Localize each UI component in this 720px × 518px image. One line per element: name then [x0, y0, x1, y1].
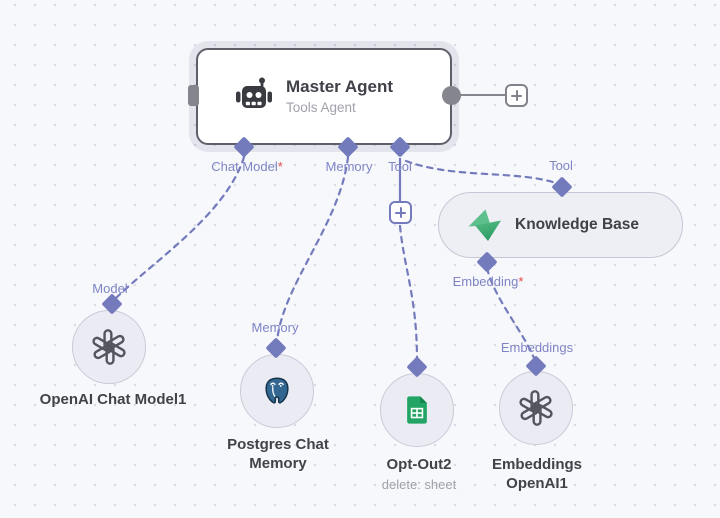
port-label-model: Model [92, 281, 128, 296]
openai-logo-icon [519, 390, 553, 426]
google-sheets-icon [407, 396, 427, 424]
required-asterisk: * [277, 159, 283, 174]
knowledge-base-bolt-icon [466, 207, 502, 243]
postgres-chat-memory-node[interactable] [240, 354, 314, 428]
port-label-chat-model: Chat Model* [211, 159, 283, 174]
port-label-kb-tool: Tool [549, 158, 573, 173]
node-name-postgres-chat-memory: Postgres Chat Memory [227, 436, 329, 472]
plus-icon [515, 90, 518, 101]
edge-tool-to-knowledge-base [404, 159, 558, 185]
add-tool-node-button[interactable] [389, 201, 412, 224]
node-name-openai-chat-model: OpenAI Chat Model1 [39, 391, 187, 408]
knowledge-base-node[interactable]: Knowledge Base [438, 192, 683, 258]
openai-logo-icon [92, 329, 126, 365]
port-label-tool: Tool [388, 159, 412, 174]
node-name-opt-out2: Opt-Out2 [386, 456, 452, 473]
add-node-button[interactable] [505, 84, 528, 107]
master-agent-node[interactable]: Master Agent Tools Agent [196, 48, 452, 145]
plus-icon [399, 207, 402, 218]
output-wire [452, 94, 506, 96]
port-label-pg-memory: Memory [251, 320, 299, 335]
port-label-embeddings: Embeddings [500, 340, 574, 355]
edge-memory [275, 155, 350, 344]
robot-agent-icon [232, 75, 276, 119]
postgresql-logo-icon [265, 377, 289, 404]
port-label-memory: Memory [325, 159, 373, 174]
edge-chat-model [112, 155, 246, 302]
knowledge-base-title: Knowledge Base [515, 216, 640, 233]
master-agent-input-handle[interactable] [188, 85, 199, 106]
master-agent-subtitle: Tools Agent [286, 100, 356, 116]
edge-tool-to-sheet [398, 224, 419, 361]
opt-out-sheet-node[interactable] [380, 373, 454, 447]
openai-chat-model-node[interactable] [72, 310, 146, 384]
required-asterisk: * [518, 274, 524, 289]
master-agent-title: Master Agent [286, 77, 394, 97]
node-subtitle-opt-out2: delete: sheet [381, 477, 457, 492]
master-agent-output-handle[interactable] [442, 86, 461, 105]
port-label-embedding: Embedding* [452, 274, 524, 289]
node-name-embeddings-openai: Embeddings OpenAI1 [491, 456, 582, 492]
embeddings-openai-node[interactable] [499, 371, 573, 445]
